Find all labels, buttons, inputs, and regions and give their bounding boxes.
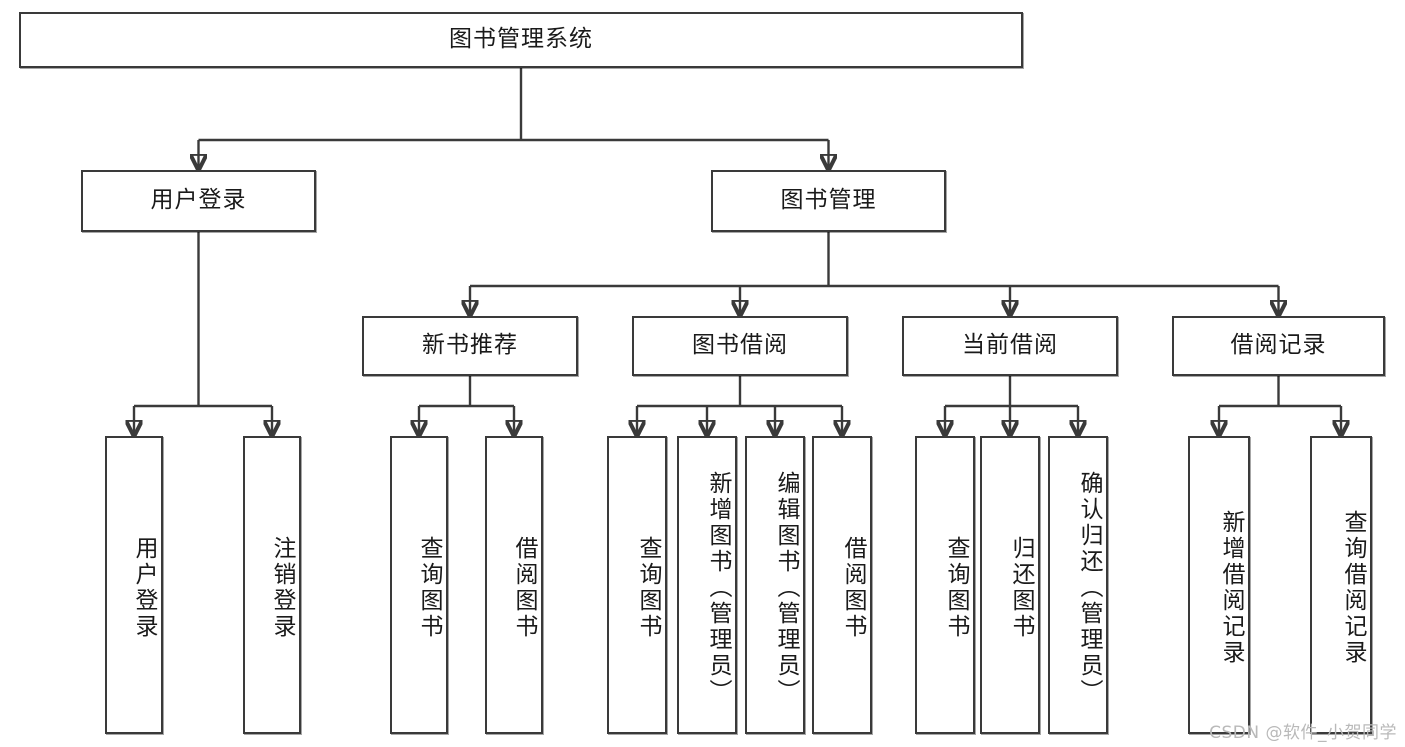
node-label: 用户登录 [150, 187, 247, 214]
node-label: 查询图书 [635, 536, 661, 640]
node-leaf-query-book-borrow[interactable]: 查询图书 [607, 436, 667, 734]
node-label: 图书管理系统 [449, 26, 593, 53]
node-label: 新增图书（管理员） [705, 471, 731, 705]
node-leaf-query-book-recommend[interactable]: 查询图书 [390, 436, 448, 734]
node-label: 借阅图书 [840, 536, 866, 640]
node-label: 借阅图书 [511, 536, 537, 640]
node-leaf-edit-book-admin[interactable]: 编辑图书（管理员） [745, 436, 805, 734]
node-user-login[interactable]: 用户登录 [81, 170, 316, 232]
node-book-borrow[interactable]: 图书借阅 [632, 316, 848, 376]
watermark-text: CSDN @软件_小贺同学 [1209, 723, 1397, 743]
node-leaf-borrow-book[interactable]: 借阅图书 [812, 436, 872, 734]
node-label: 当前借阅 [962, 332, 1058, 359]
node-label: 用户登录 [131, 536, 157, 640]
node-label: 查询图书 [943, 536, 969, 640]
node-label: 注销登录 [269, 536, 295, 640]
node-leaf-query-book-current[interactable]: 查询图书 [915, 436, 975, 734]
node-leaf-borrow-book-recommend[interactable]: 借阅图书 [485, 436, 543, 734]
node-label: 编辑图书（管理员） [773, 471, 799, 705]
node-leaf-user-login[interactable]: 用户登录 [105, 436, 163, 734]
node-leaf-add-book-admin[interactable]: 新增图书（管理员） [677, 436, 737, 734]
node-label: 图书管理 [780, 187, 877, 214]
node-leaf-add-borrow-record[interactable]: 新增借阅记录 [1188, 436, 1250, 734]
node-current-borrow[interactable]: 当前借阅 [902, 316, 1118, 376]
node-label: 借阅记录 [1230, 332, 1327, 359]
node-label: 查询借阅记录 [1340, 510, 1366, 666]
node-label: 新增借阅记录 [1218, 510, 1244, 666]
node-new-book-recommend[interactable]: 新书推荐 [362, 316, 578, 376]
node-leaf-confirm-return-admin[interactable]: 确认归还（管理员） [1048, 436, 1108, 734]
node-label: 归还图书 [1008, 536, 1034, 640]
node-label: 查询图书 [416, 536, 442, 640]
node-borrow-record[interactable]: 借阅记录 [1172, 316, 1385, 376]
node-leaf-return-book[interactable]: 归还图书 [980, 436, 1040, 734]
node-leaf-logout[interactable]: 注销登录 [243, 436, 301, 734]
node-label: 确认归还（管理员） [1076, 471, 1102, 705]
node-root[interactable]: 图书管理系统 [19, 12, 1023, 68]
node-label: 图书借阅 [692, 332, 788, 359]
node-book-management[interactable]: 图书管理 [711, 170, 946, 232]
node-leaf-query-borrow-record[interactable]: 查询借阅记录 [1310, 436, 1372, 734]
node-label: 新书推荐 [422, 332, 518, 359]
